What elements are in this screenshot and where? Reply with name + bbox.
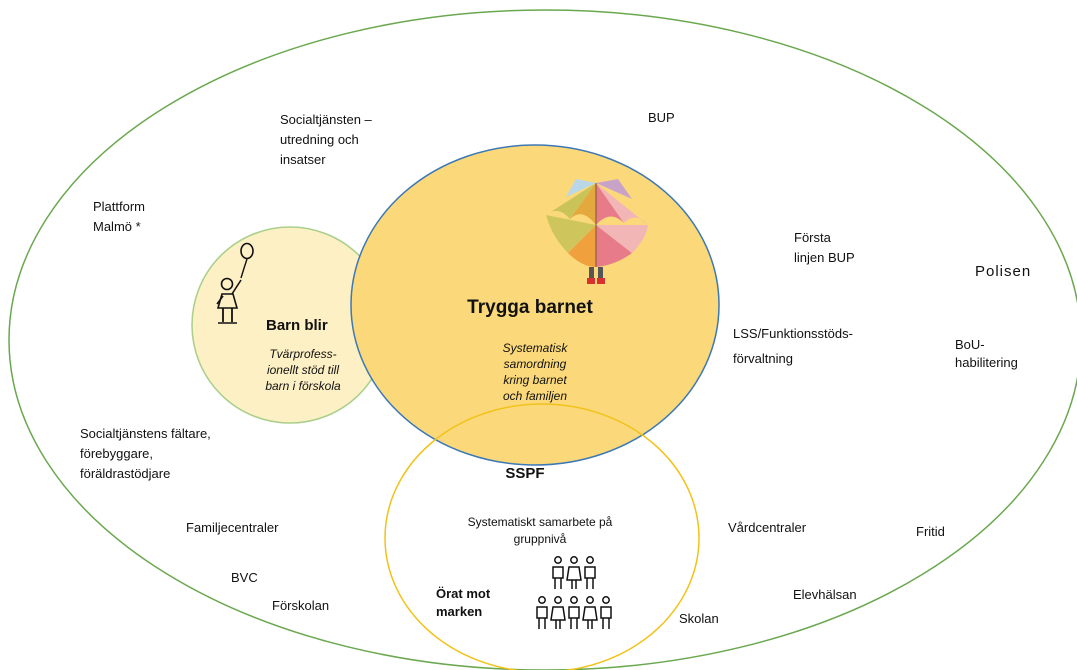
label-plattform: Plattform Malmö * [93, 199, 146, 234]
trygga-barnet-title: Trygga barnet [467, 297, 593, 318]
label-vardcentraler: Vårdcentraler [728, 520, 807, 535]
sspf-subtitle: Systematiskt samarbete på gruppnivå [467, 515, 613, 546]
label-lss: LSS/Funktionsstöds- [733, 326, 853, 341]
label-bvc: BVC [231, 570, 258, 585]
label-fritid: Fritid [916, 524, 945, 539]
label-forskolan: Förskolan [272, 598, 330, 613]
child-balloon-icon [216, 242, 254, 324]
barn-blir-subtitle: Tvärprofess- ionellt stöd till barn i fö… [265, 347, 341, 393]
label-skolan: Skolan [679, 611, 719, 626]
label-elevhalsan: Elevhälsan [793, 587, 857, 602]
trygga-barnet-subtitle: Systematisk samordning kring barnet och … [502, 341, 568, 403]
people-group-icon [536, 556, 612, 629]
label-polisen: Polisen [975, 263, 1032, 280]
umbrella-child-icon [546, 179, 648, 284]
sspf-title: SSPF [505, 465, 545, 482]
label-forvaltning: förvaltning [733, 351, 793, 366]
sspf-circle [384, 403, 700, 670]
label-faltare: Socialtjänstens fältare, förebyggare, fö… [80, 426, 211, 481]
label-bou: BoU- habilitering [955, 337, 1018, 370]
label-bup: BUP [648, 110, 675, 125]
outer-ellipse [8, 9, 1077, 670]
label-familjecentraler: Familjecentraler [186, 520, 279, 535]
orat-mot-marken-label: Örat mot marken [436, 586, 491, 619]
label-forsta-linjen: Första linjen BUP [794, 230, 855, 265]
barn-blir-title: Barn blir [266, 317, 328, 334]
label-socialtjansten: Socialtjänsten – utredning och insatser [280, 112, 372, 167]
